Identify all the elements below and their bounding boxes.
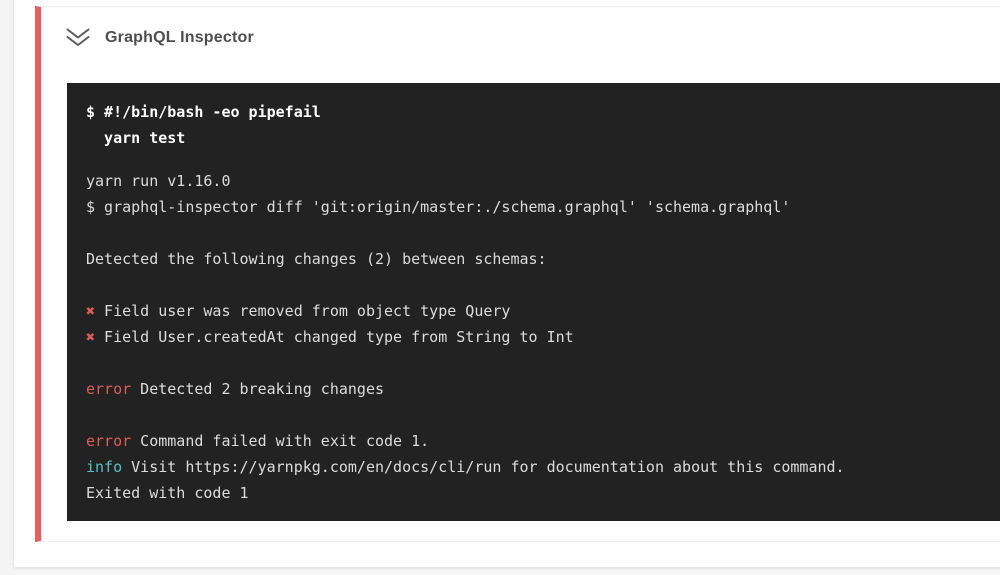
job-output-panel: GraphQL Inspector $ #!/bin/bash -eo pipe… (13, 0, 1000, 568)
log-text: Field user was removed from object type … (95, 302, 511, 320)
error-token: error (86, 380, 132, 398)
step-header[interactable]: GraphQL Inspector (64, 26, 254, 49)
log-text: Detected the following changes (2) betwe… (86, 250, 547, 268)
log-text: Exited with code 1 (86, 484, 249, 502)
terminal-command: $ #!/bin/bash -eo pipefail yarn test (86, 103, 321, 147)
log-text: yarn run v1.16.0 (86, 172, 231, 190)
log-text: Detected 2 breaking changes (131, 380, 385, 398)
info-token: info (86, 458, 123, 476)
step-title: GraphQL Inspector (105, 28, 254, 46)
log-text: $ graphql-inspector diff 'git:origin/mas… (86, 198, 791, 216)
error-token: ✖ (86, 302, 96, 320)
terminal-output: $ #!/bin/bash -eo pipefail yarn test yar… (67, 83, 1000, 521)
error-token: error (86, 432, 132, 450)
double-chevron-down-icon[interactable] (64, 26, 92, 49)
build-step-card: GraphQL Inspector $ #!/bin/bash -eo pipe… (35, 6, 1000, 542)
terminal-log: yarn run v1.16.0 $ graphql-inspector dif… (86, 168, 1000, 506)
error-token: ✖ (86, 328, 96, 346)
log-text: Field User.createdAt changed type from S… (95, 328, 574, 346)
log-text: Visit https://yarnpkg.com/en/docs/cli/ru… (122, 458, 845, 476)
log-text: Command failed with exit code 1. (131, 432, 430, 450)
